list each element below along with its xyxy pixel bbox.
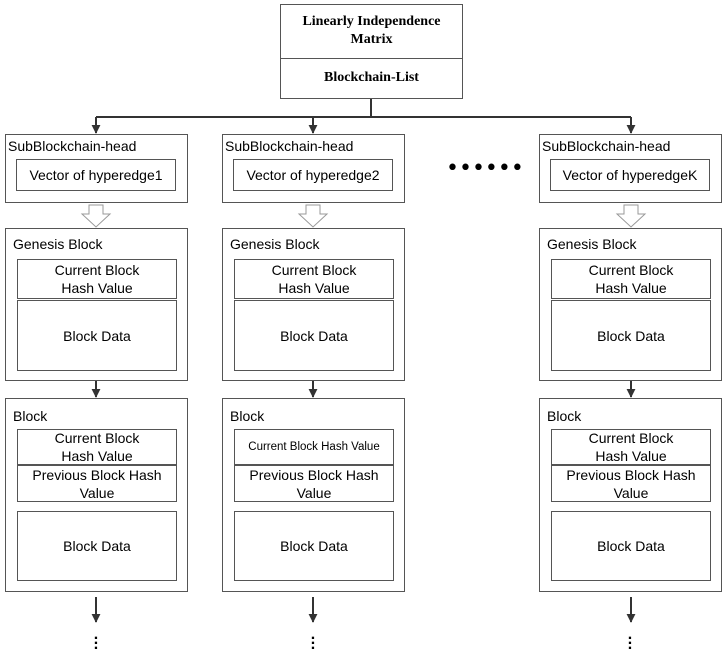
column-ellipsis: •••••• — [446, 156, 524, 181]
previous-hash-box: Previous Block Hash Value — [551, 465, 711, 502]
hollow-down-arrow — [615, 204, 647, 228]
genesis-block-3: Genesis Block Current Block Hash Value B… — [539, 228, 722, 381]
continuation-dots: ... — [310, 626, 316, 653]
genesis-block-1: Genesis Block Current Block Hash Value B… — [5, 228, 188, 381]
vector-box: Vector of hyperedge2 — [233, 159, 393, 191]
current-hash-box: Current Block Hash Value — [234, 259, 394, 299]
genesis-block-label: Genesis Block — [13, 236, 103, 252]
current-hash-box: Current Block Hash Value — [17, 429, 177, 465]
subblockchain-head-label: SubBlockchain-head — [8, 138, 137, 154]
blockchain-list-label: Blockchain-List — [324, 70, 419, 85]
block-2: Block Current Block Hash Value Previous … — [222, 398, 405, 592]
block-data-box: Block Data — [17, 300, 177, 371]
subblockchain-head-box-2: SubBlockchain-head Vector of hyperedge2 — [222, 134, 405, 203]
block-label: Block — [547, 408, 582, 424]
block-1: Block Current Block Hash Value Previous … — [5, 398, 188, 592]
block-data-box: Block Data — [234, 511, 394, 581]
block-3: Block Current Block Hash Value Previous … — [539, 398, 722, 592]
continuation-dots: ... — [93, 626, 99, 653]
subblockchain-head-label: SubBlockchain-head — [225, 138, 354, 154]
current-hash-box: Current Block Hash Value — [17, 259, 177, 299]
subblockchain-head-box-3: SubBlockchain-head Vector of hyperedgeK — [539, 134, 722, 203]
genesis-block-label: Genesis Block — [547, 236, 637, 252]
subblockchain-head-label: SubBlockchain-head — [542, 138, 671, 154]
current-hash-box: Current Block Hash Value — [551, 259, 711, 299]
previous-hash-box: Previous Block Hash Value — [234, 465, 394, 502]
block-data-box: Block Data — [551, 300, 711, 371]
block-label: Block — [13, 408, 48, 424]
matrix-box: Linearly Independence Matrix Blockchain-… — [280, 4, 463, 99]
hollow-down-arrow — [297, 204, 329, 228]
block-data-box: Block Data — [551, 511, 711, 581]
current-hash-box: Current Block Hash Value — [234, 429, 394, 465]
previous-hash-box: Previous Block Hash Value — [17, 465, 177, 502]
genesis-block-label: Genesis Block — [230, 236, 320, 252]
vector-box: Vector of hyperedge1 — [16, 159, 176, 191]
current-hash-box: Current Block Hash Value — [551, 429, 711, 465]
vector-box: Vector of hyperedgeK — [550, 159, 710, 191]
subblockchain-head-box-1: SubBlockchain-head Vector of hyperedge1 — [5, 134, 188, 203]
block-data-box: Block Data — [17, 511, 177, 581]
continuation-dots: ... — [627, 626, 633, 653]
block-label: Block — [230, 408, 265, 424]
matrix-title: Linearly Independence Matrix — [302, 14, 441, 47]
hollow-down-arrow — [80, 204, 112, 228]
genesis-block-2: Genesis Block Current Block Hash Value B… — [222, 228, 405, 381]
block-data-box: Block Data — [234, 300, 394, 371]
matrix-divider — [281, 58, 462, 59]
